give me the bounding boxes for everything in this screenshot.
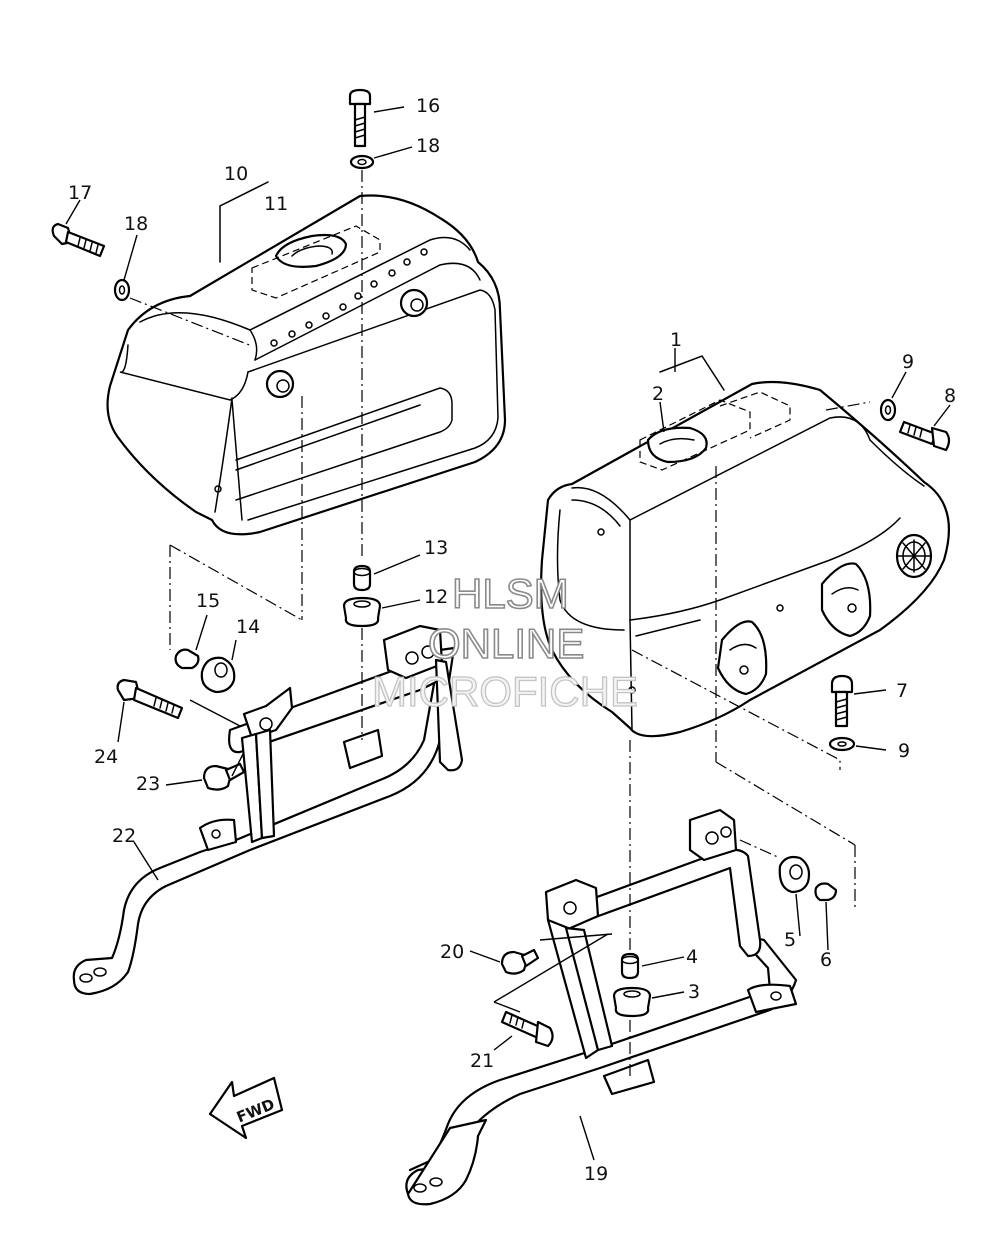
- callout-15: 15: [196, 590, 220, 612]
- bolt-8: [898, 420, 951, 452]
- watermark-line3: MICROFICHE: [372, 668, 638, 715]
- callout-17: 17: [68, 182, 92, 204]
- callout-13: 13: [424, 537, 448, 559]
- bolt-17: [51, 222, 106, 258]
- callout-10: 10: [224, 163, 248, 185]
- callout-labels: 1 2 3 4 5 6 7 8 9 9 10 11 12 13 14 15 16…: [68, 95, 956, 1185]
- callout-11: 11: [264, 193, 288, 215]
- callout-21: 21: [470, 1050, 494, 1072]
- grommet-3: [612, 986, 652, 1018]
- callout-9-lower: 9: [898, 740, 910, 762]
- callout-24: 24: [94, 746, 118, 768]
- callout-5: 5: [784, 929, 796, 951]
- callout-1: 1: [670, 329, 682, 351]
- callout-8: 8: [944, 385, 956, 407]
- reflector: [895, 533, 933, 579]
- collar-4: [620, 952, 640, 980]
- callout-6: 6: [820, 949, 832, 971]
- grommet-5: [778, 855, 811, 894]
- washer-9-upper: [879, 398, 897, 422]
- collar-15: [174, 648, 200, 670]
- bolt-21: [500, 1010, 554, 1048]
- callout-16: 16: [416, 95, 440, 117]
- left-stay-bracket: [72, 624, 464, 996]
- right-stay-bracket: [405, 808, 798, 1206]
- latch-front: [716, 620, 768, 696]
- callout-12: 12: [424, 586, 448, 608]
- right-saddlebag: [540, 355, 951, 738]
- watermark: HLSM ONLINE MICROFICHE: [371, 569, 638, 715]
- collar-6: [814, 882, 838, 902]
- grommet-14: [200, 656, 236, 694]
- callout-2: 2: [652, 383, 664, 405]
- callout-23: 23: [136, 773, 160, 795]
- callout-20: 20: [440, 941, 464, 963]
- callout-3: 3: [688, 981, 700, 1003]
- washer-9-lower: [828, 736, 856, 752]
- callout-19: 19: [584, 1163, 608, 1185]
- callout-14: 14: [236, 616, 260, 638]
- watermark-line2: ONLINE: [428, 620, 584, 667]
- callout-22: 22: [112, 825, 136, 847]
- watermark-line1: HLSM: [452, 570, 569, 617]
- right-lid-handle: [646, 426, 708, 464]
- grommet-12: [342, 596, 382, 628]
- callout-9-upper: 9: [902, 351, 914, 373]
- assembly-lines: [129, 170, 871, 1080]
- washer-18-left: [113, 278, 131, 302]
- collar-13: [352, 564, 372, 592]
- callout-4: 4: [686, 946, 698, 968]
- screw-20: [500, 948, 540, 975]
- latch-rear: [820, 562, 872, 638]
- bolt-7: [830, 674, 854, 728]
- callout-18-left: 18: [124, 213, 148, 235]
- washer-18-top: [349, 154, 375, 170]
- screw-23: [202, 762, 246, 791]
- bolt-16: [348, 88, 372, 148]
- left-lid-handle: [274, 233, 348, 268]
- callout-18-top: 18: [416, 135, 440, 157]
- forward-direction-arrow: FWD: [208, 1076, 284, 1140]
- callout-7: 7: [896, 680, 908, 702]
- left-saddlebag: [106, 181, 507, 536]
- bolt-24: [116, 678, 184, 720]
- strap-holes: [214, 248, 428, 493]
- callout-leaders: [65, 106, 951, 1161]
